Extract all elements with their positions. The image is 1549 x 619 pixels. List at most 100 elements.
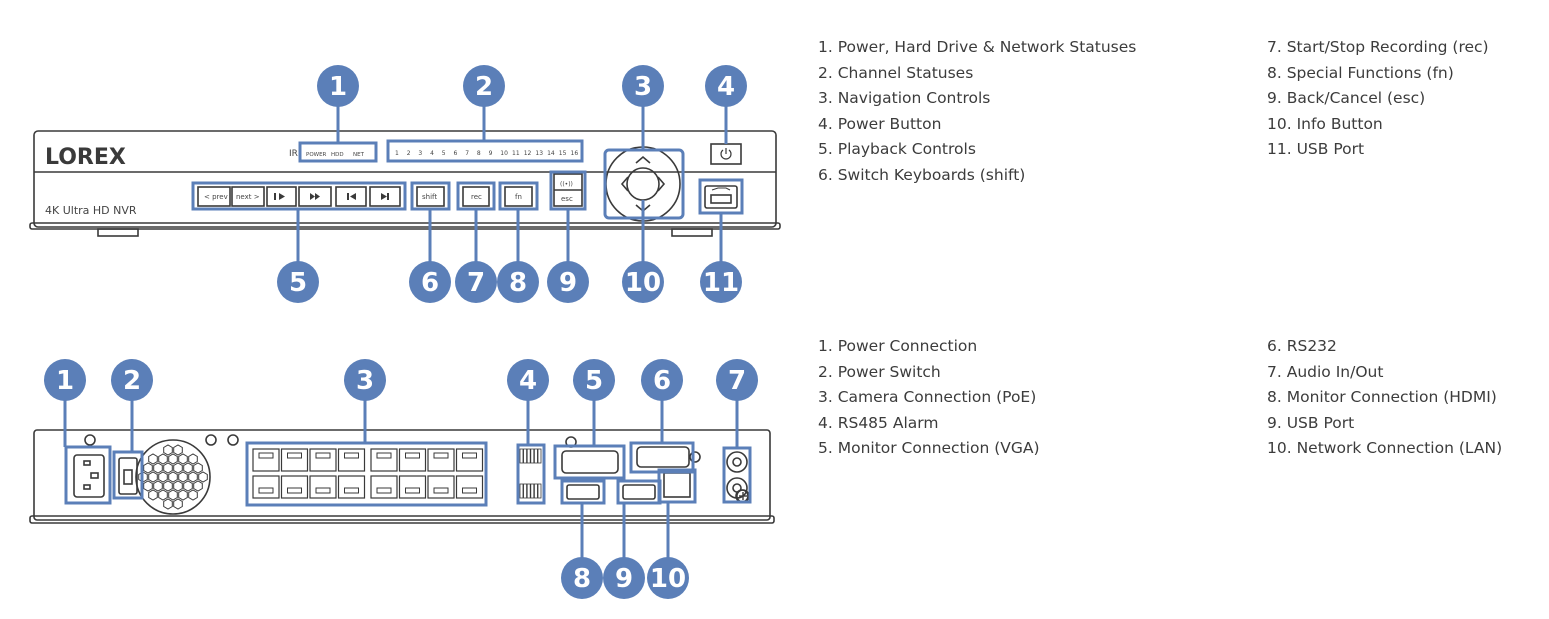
legend-item: 6. Switch Keyboards (shift) (818, 165, 1026, 184)
legend-item: 2. Power Switch (818, 362, 941, 381)
svg-text:9: 9 (615, 564, 633, 594)
playback-glyphs (274, 193, 389, 200)
svg-text:9: 9 (559, 268, 577, 298)
svg-text:6: 6 (421, 268, 439, 298)
channel-label: 8 (477, 150, 481, 157)
svg-text:11: 11 (703, 268, 739, 298)
poe-ports (252, 448, 484, 499)
svg-text:7: 7 (467, 268, 485, 298)
status-label-power: POWER (306, 152, 327, 158)
channel-label: 16 (571, 150, 579, 157)
svg-text:1: 1 (329, 72, 347, 102)
front-badge-1: 1 (317, 65, 359, 107)
legend-item: 4. Power Button (818, 114, 942, 133)
back-badge-5: 5 (573, 359, 615, 401)
fn-button[interactable]: fn (515, 193, 522, 201)
back-legend-right: 6. RS232 7. Audio In/Out 8. Monitor Conn… (1267, 334, 1502, 462)
back-badge-9: 9 (603, 557, 645, 599)
front-badge-6: 6 (409, 261, 451, 303)
legend-item: 5. Monitor Connection (VGA) (818, 439, 1040, 457)
svg-text:2: 2 (123, 366, 141, 396)
svg-text:10: 10 (650, 564, 686, 594)
back-badge-3: 3 (344, 359, 386, 401)
legend-item: 10. Network Connection (LAN) (1267, 439, 1503, 457)
channel-label: 2 (407, 150, 411, 157)
shift-button[interactable]: shift (422, 193, 437, 201)
brand-logo: LOREX (45, 145, 126, 170)
legend-item: 8. Special Functions (fn) (1267, 63, 1454, 82)
svg-text:8: 8 (509, 268, 527, 298)
svg-text:8: 8 (573, 564, 591, 594)
legend-item: 9. USB Port (1267, 413, 1355, 432)
legend-item: 7. Audio In/Out (1267, 362, 1384, 381)
front-badge-10: 10 (622, 261, 664, 303)
back-badge-8: 8 (561, 557, 603, 599)
front-legend-left: 1. Power, Hard Drive & Network Statuses … (818, 35, 1136, 188)
legend-item: 8. Monitor Connection (HDMI) (1267, 388, 1497, 406)
svg-text:2: 2 (475, 72, 493, 102)
ir-label: IR (289, 149, 298, 159)
channel-label: 7 (465, 150, 469, 157)
back-badge-10: 10 (647, 557, 689, 599)
rec-button[interactable]: rec (471, 193, 482, 201)
legend-item: 6. RS232 (1267, 337, 1337, 355)
svg-text:10: 10 (625, 268, 661, 298)
legend-item: 9. Back/Cancel (esc) (1267, 89, 1426, 107)
channel-label: 13 (535, 150, 543, 157)
front-badge-11: 11 (700, 261, 742, 303)
channel-label: 9 (489, 150, 493, 157)
channel-label: 5 (442, 150, 446, 157)
front-badge-7: 7 (455, 261, 497, 303)
channel-label: 6 (454, 150, 458, 157)
alarm-terminals (519, 448, 542, 499)
legend-item: 10. Info Button (1267, 114, 1383, 133)
front-badge-9: 9 (547, 261, 589, 303)
svg-text:7: 7 (728, 366, 746, 396)
back-badge-4: 4 (507, 359, 549, 401)
next-button[interactable]: next > (236, 193, 260, 201)
channel-label: 14 (547, 150, 555, 157)
legend-item: 1. Power Connection (818, 337, 978, 355)
svg-text:1: 1 (56, 366, 74, 396)
back-badge-2: 2 (111, 359, 153, 401)
front-badge-4: 4 (705, 65, 747, 107)
back-badge-7: 7 (716, 359, 758, 401)
svg-text:5: 5 (585, 366, 603, 396)
legend-item: 3. Camera Connection (PoE) (818, 388, 1037, 406)
legend-item: 1. Power, Hard Drive & Network Statuses (818, 38, 1137, 56)
front-panel (29, 130, 781, 237)
legend-item: 11. USB Port (1267, 140, 1365, 158)
channel-label: 1 (395, 150, 399, 157)
svg-text:3: 3 (356, 366, 374, 396)
svg-text:5: 5 (289, 268, 307, 298)
esc-button[interactable]: esc (561, 195, 573, 203)
back-leaders (63, 400, 739, 558)
front-badge-2: 2 (463, 65, 505, 107)
channel-label: 10 (500, 150, 508, 157)
legend-item: 2. Channel Statuses (818, 63, 974, 82)
front-badge-8: 8 (497, 261, 539, 303)
prev-button[interactable]: < prev (204, 193, 228, 201)
legend-item: 7. Start/Stop Recording (rec) (1267, 38, 1489, 56)
svg-text:3: 3 (634, 72, 652, 102)
front-badge-3: 3 (622, 65, 664, 107)
svg-text:4: 4 (519, 366, 537, 396)
channel-label: 15 (559, 150, 567, 157)
fan-grille (138, 444, 208, 510)
front-badge-5: 5 (277, 261, 319, 303)
channel-label: 12 (524, 150, 532, 157)
back-legend-left: 1. Power Connection 2. Power Switch 3. C… (818, 334, 1040, 462)
legend-item: 3. Navigation Controls (818, 89, 991, 107)
status-label-hdd: HDD (331, 152, 344, 158)
channel-label: 3 (418, 150, 422, 157)
channel-label: 4 (430, 150, 434, 157)
status-label-net: NET (353, 152, 365, 158)
svg-text:4: 4 (717, 72, 735, 102)
front-leaders (296, 100, 728, 262)
back-badge-1: 1 (44, 359, 86, 401)
model-label: 4K Ultra HD NVR (45, 204, 137, 217)
